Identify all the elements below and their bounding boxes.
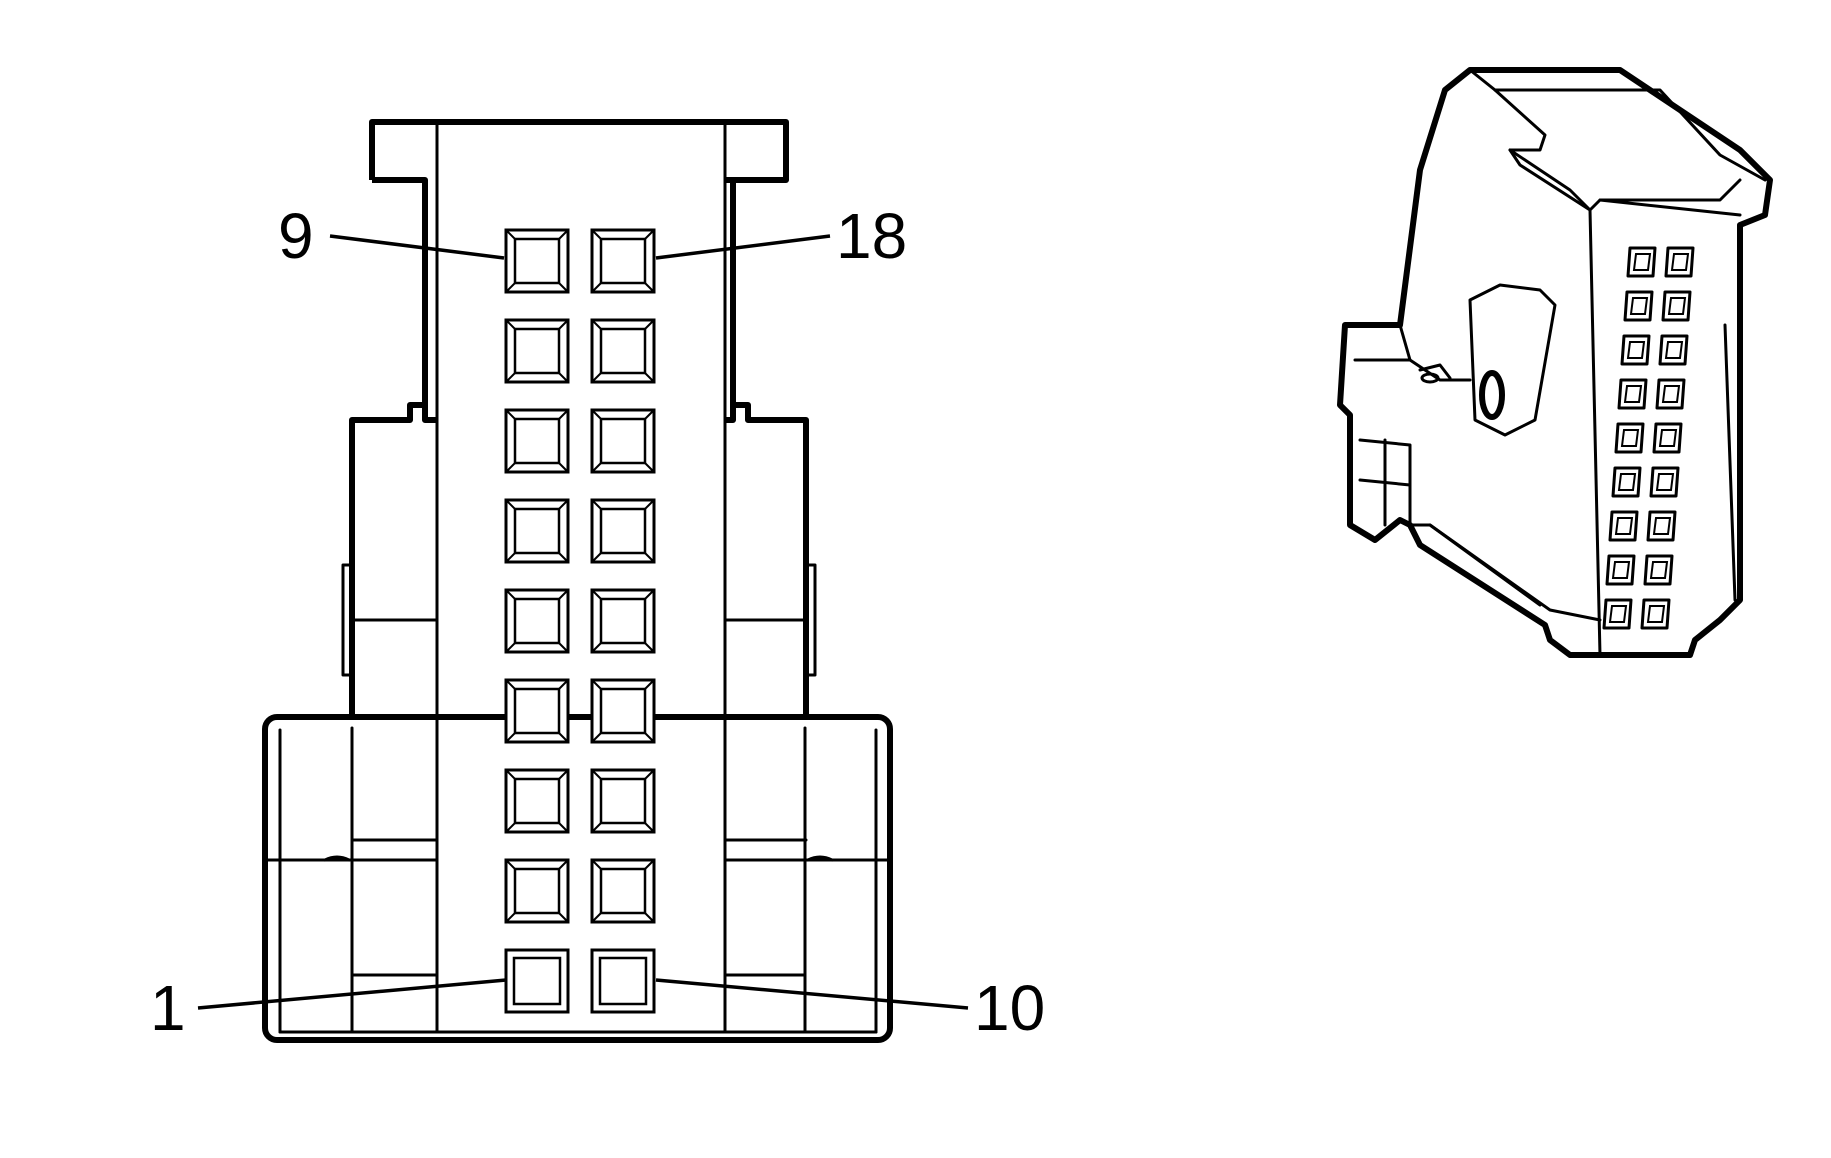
- cavity: [590, 228, 656, 294]
- iso-cavity: [1661, 290, 1692, 322]
- iso-cavity: [1643, 554, 1674, 586]
- cavity: [590, 948, 656, 1014]
- pin-label-10: 10: [974, 972, 1045, 1044]
- iso-cavity: [1605, 554, 1636, 586]
- pin-label-1: 1: [150, 972, 186, 1044]
- iso-cavity: [1623, 290, 1654, 322]
- cavity: [504, 768, 570, 834]
- cavity: [504, 318, 570, 384]
- leader-lines: [197, 234, 969, 1010]
- cavity: [590, 858, 656, 924]
- iso-cavity: [1655, 378, 1686, 410]
- pin-label-18: 18: [836, 200, 907, 272]
- iso-cavity-grid: [1602, 246, 1695, 630]
- cavity: [504, 948, 570, 1014]
- cavity: [504, 498, 570, 564]
- leader-line-10: [655, 978, 969, 1010]
- iso-cavity: [1652, 422, 1683, 454]
- cavity: [504, 678, 570, 744]
- cavity-grid: [504, 228, 656, 1014]
- iso-cavity: [1602, 598, 1633, 630]
- iso-cavity: [1620, 334, 1651, 366]
- leader-line-1: [197, 978, 507, 1010]
- cavity: [590, 498, 656, 564]
- lower-housing: [262, 714, 893, 1043]
- cavity: [590, 678, 656, 744]
- iso-cavity: [1640, 598, 1671, 630]
- iso-cavity: [1658, 334, 1689, 366]
- middle-housing: [341, 402, 817, 842]
- top-flange: [369, 119, 789, 1034]
- iso-cavity: [1611, 466, 1642, 498]
- iso-cavity: [1617, 378, 1648, 410]
- iso-cavity: [1646, 510, 1677, 542]
- cavity: [590, 408, 656, 474]
- iso-cavity: [1626, 246, 1657, 278]
- pin-label-9: 9: [278, 200, 314, 272]
- cavity: [504, 858, 570, 924]
- iso-cavity: [1664, 246, 1695, 278]
- connector-isometric-view: [1337, 67, 1773, 658]
- cavity: [590, 768, 656, 834]
- leader-line-18: [655, 234, 831, 260]
- cavity: [590, 318, 656, 384]
- cavity: [504, 588, 570, 654]
- iso-cavity: [1649, 466, 1680, 498]
- iso-cavity: [1608, 510, 1639, 542]
- cavity: [590, 588, 656, 654]
- cavity: [504, 408, 570, 474]
- cavity: [504, 228, 570, 294]
- connector-front-view: 9 18 1 10: [150, 119, 1045, 1044]
- leader-line-9: [329, 234, 505, 260]
- iso-cavity: [1614, 422, 1645, 454]
